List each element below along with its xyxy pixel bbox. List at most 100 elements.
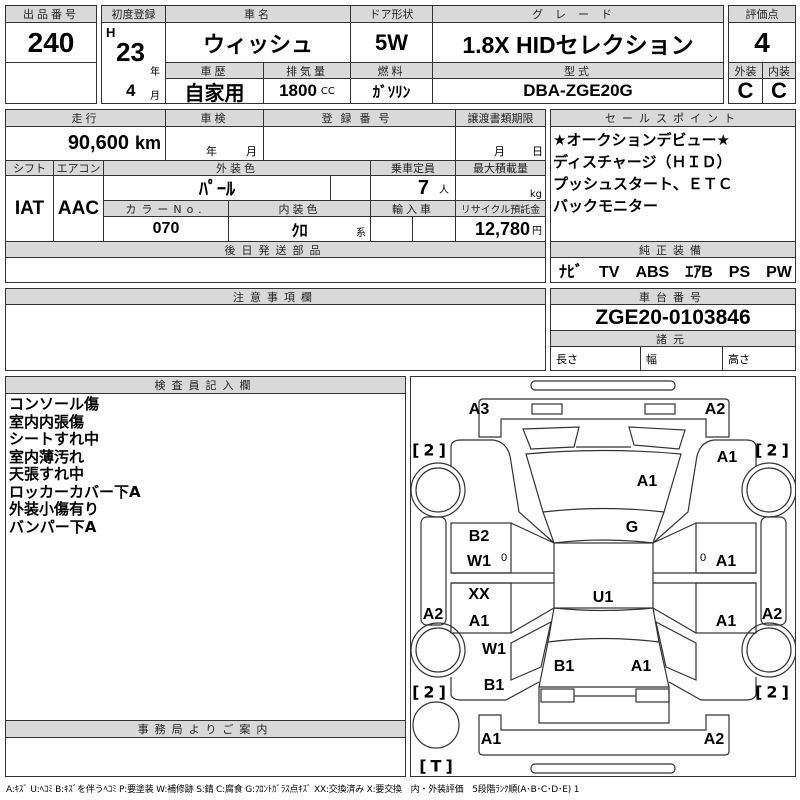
damage-label: 0 (500, 552, 508, 564)
inspector-note: シートすれ中 (9, 430, 100, 448)
capacity: 7 (417, 176, 429, 199)
mileage-header: 走行 (5, 109, 166, 127)
tire-tread-front-right: [2] (755, 440, 793, 460)
displacement-header: 排気量 (263, 62, 351, 79)
specs-header: 諸元 (550, 330, 796, 347)
door-type: 5W (350, 22, 433, 63)
int-color-header: 内装色 (228, 200, 371, 217)
color-no: 070 (103, 216, 229, 242)
capacity-unit: 人 (439, 184, 449, 196)
sale-point: バックモニター (553, 197, 659, 215)
history-header: 車歴 (165, 62, 264, 79)
ext-color-blank (330, 175, 371, 201)
damage-label: A3 (468, 401, 490, 418)
sale-point: プッシュスタート、ＥＴＣ (553, 175, 733, 193)
displacement: 1800 (279, 81, 317, 100)
damage-label: W1 (482, 641, 506, 658)
transfer-month-unit: 月 (494, 145, 505, 158)
damage-label: A1 (715, 613, 737, 630)
tire-tread-front-left: [2] (412, 440, 450, 460)
mileage: 90,600 (67, 132, 129, 154)
damage-label: B1 (483, 677, 505, 694)
era: H (106, 25, 116, 40)
inspector-notes: コンソール傷 室内内張傷 シートすれ中 室内薄汚れ 天張すれ中 ロッカーカバー下… (5, 393, 406, 721)
caution-header: 注意事項欄 (5, 288, 546, 305)
transfer-header: 譲渡書類期限 (455, 109, 546, 127)
lot-number: 240 (5, 22, 97, 63)
damage-label: A1 (468, 613, 490, 630)
car-name-header: 車名 (165, 5, 351, 23)
int-color-unit: 系 (356, 228, 366, 239)
ext-color-header: 外装色 (103, 160, 371, 176)
sale-points-header: セールスポイント (550, 109, 796, 127)
damage-label: B1 (553, 658, 575, 675)
fuel-header: 燃料 (350, 62, 433, 79)
damage-label: A1 (480, 731, 502, 748)
shift: IAT (5, 175, 54, 242)
inspector-note: 室内内張傷 (9, 412, 85, 431)
reg-month: 4 (126, 81, 136, 100)
inspector-note: コンソール傷 (9, 395, 100, 413)
int-color: ｸﾛ (291, 223, 308, 240)
car-name: ウィッシュ (165, 22, 351, 63)
inspection-month-unit: 月 (246, 145, 257, 158)
first-reg-header: 初度登録 (101, 5, 166, 23)
import-header: 輸入車 (370, 200, 456, 217)
model-header: 型式 (432, 62, 724, 79)
legend: A:ｷｽﾞ U:ﾍｺﾐ B:ｷｽﾞを伴うﾍｺﾐ P:要塗装 W:補修跡 S:錆 … (6, 785, 580, 795)
damage-label: U1 (592, 589, 614, 606)
displacement-cell: 1800 CC (263, 78, 351, 104)
damage-label: XX (468, 586, 490, 603)
height-cell: 高さ (722, 346, 796, 371)
lot-header: 出品番号 (5, 5, 97, 23)
damage-label: A1 (716, 449, 738, 466)
chassis-header: 車台番号 (550, 288, 796, 305)
inspection-header: 車検 (165, 109, 264, 127)
damage-label: A2 (704, 401, 726, 418)
inspector-note: 室内薄汚れ (9, 447, 85, 466)
capacity-header: 乗車定員 (370, 160, 456, 176)
reg-no-cell (263, 126, 456, 161)
first-reg-cell: H 23 年 4 月 (101, 22, 166, 104)
grade-header: グレード (432, 5, 724, 23)
grade: 1.8X HIDセレクション (432, 22, 724, 63)
score-header: 評価点 (728, 5, 796, 23)
recycle-unit: 円 (532, 225, 542, 237)
mileage-cell: 90,600 km (5, 126, 166, 161)
displacement-unit: CC (320, 85, 335, 97)
int-score: C (762, 78, 796, 104)
max-load-cell: kg (455, 175, 546, 201)
later-parts-cell (5, 257, 546, 283)
inspection-cell: 年 月 (165, 126, 264, 161)
year-unit: 年 (150, 67, 160, 78)
door-header: ドア形状 (350, 5, 433, 23)
chassis-number: ZGE20-0103846 (550, 304, 796, 331)
damage-label: W1 (467, 553, 491, 570)
height-label: 高さ (728, 352, 750, 366)
reg-no-header: 登録番号 (263, 109, 456, 127)
recycle-cell: 12,780 円 (455, 216, 546, 242)
recycle-fee: 12,780 (474, 218, 530, 239)
inspector-note: バンパー下A (9, 517, 97, 536)
width-cell: 幅 (640, 346, 723, 371)
length-label: 長さ (556, 352, 578, 366)
inspector-note: ロッカーカバー下A (9, 482, 141, 501)
damage-label: A1 (715, 553, 737, 570)
lot-blank (5, 62, 97, 104)
sale-point: ★オークションデビュー★ (553, 131, 730, 149)
ac-header: エアコン (53, 160, 104, 176)
max-load-unit: kg (529, 189, 542, 200)
office-header: 事務局よりご案内 (5, 720, 406, 738)
equipment: ﾅﾋﾞ TV ABS ｴｱB PS PW (550, 257, 796, 283)
damage-label: A2 (422, 606, 444, 623)
color-no-header: カラーNo. (103, 200, 229, 217)
inspection-year-unit: 年 (206, 145, 217, 158)
int-header: 内装 (762, 62, 796, 79)
inspector-note: 外装小傷有り (9, 500, 100, 518)
tire-tread-rear-left: [2] (412, 682, 450, 702)
equipment-header: 純正装備 (550, 241, 796, 258)
tire-tread-rear-right: [2] (755, 682, 793, 702)
damage-diagram: A3 A2 A1 A1 G B2 W1 0 0 A1 XX U1 A2 A2 A… (410, 376, 796, 777)
damage-label: A2 (703, 731, 725, 748)
score: 4 (728, 22, 796, 63)
